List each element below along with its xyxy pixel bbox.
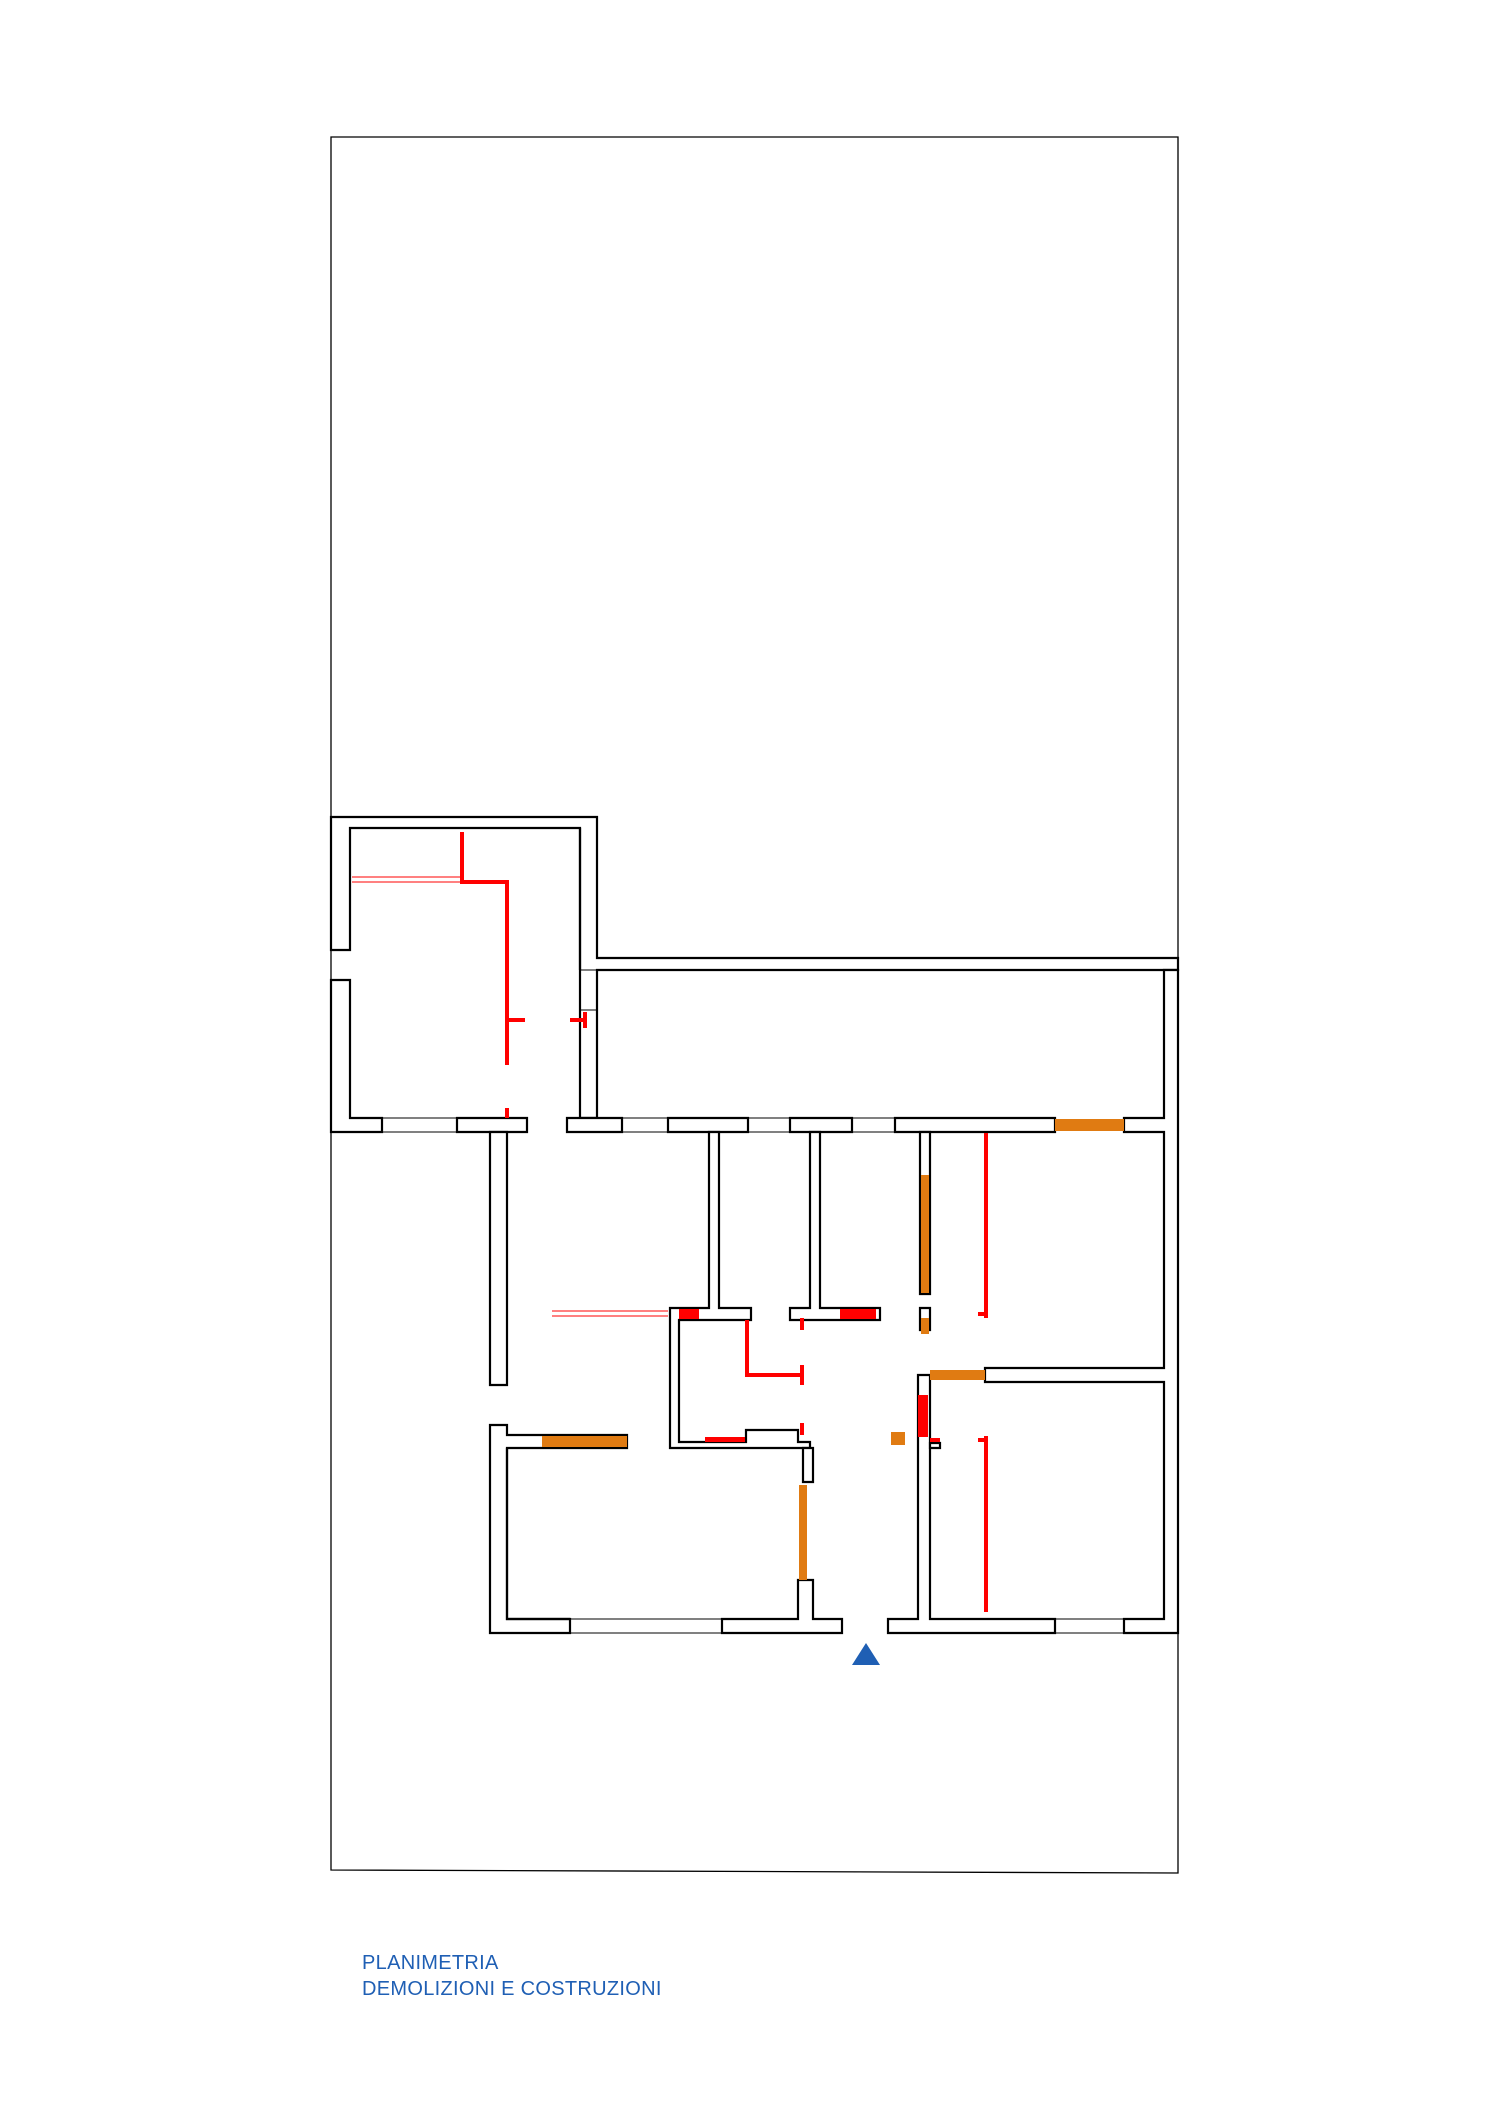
construction-small-right [921,1318,929,1334]
construction-lower-left-top [542,1436,627,1447]
wall-corridor-top-left [455,1116,529,1134]
construction-horizontal-right [930,1370,985,1380]
wall-partition-a [668,1130,812,1450]
caption-title: PLANIMETRIA [362,1952,499,1974]
wall-hall-left-lower [488,1423,629,1635]
wall-top-right [893,1116,1057,1134]
wall-lower-left-room [801,1446,815,1484]
demolition-block-1 [679,1309,699,1319]
wall-corridor-top-right [565,1116,624,1134]
drawing-caption: PLANIMETRIA DEMOLIZIONI E COSTRUZIONI [362,1950,662,2002]
lot-boundary [330,136,1179,1874]
construction-lower-left-vertical [799,1485,807,1580]
wall-right-outer [983,968,1180,1635]
constructions [542,1119,1124,1580]
wall-partition-b [788,1130,882,1322]
demolition-block-3 [705,1437,745,1442]
wall-right-lower [928,1441,942,1450]
construction-top-right [1055,1119,1124,1131]
windows [331,949,1124,1634]
entrance-icon [852,1643,880,1665]
demolition-blocks [679,1309,928,1442]
construction-vertical-right [921,1175,929,1293]
demolition-wall-upper [460,832,509,1065]
existing-walls [329,815,1180,1635]
construction-entry-stub [891,1432,905,1445]
wall-upper-left-room [329,815,1180,1120]
demolition-wall-center [745,1320,802,1377]
wall-top-mid-2 [788,1116,854,1134]
demolition-block-4 [918,1395,928,1437]
wall-corridor-left [488,1130,509,1387]
wall-partition-d [886,1373,1057,1635]
wall-lower-left-right-stub [720,1578,844,1635]
outline-lower-left-room [505,1448,570,1621]
wall-left-segment [329,978,384,1134]
wall-top-mid-1 [666,1116,750,1134]
sliding-doors [352,876,668,1317]
demolitions [460,832,988,1612]
existing-outline [505,828,582,1621]
caption-subtitle: DEMOLIZIONI E COSTRUZIONI [362,1978,662,2000]
demolition-block-2 [840,1309,876,1319]
